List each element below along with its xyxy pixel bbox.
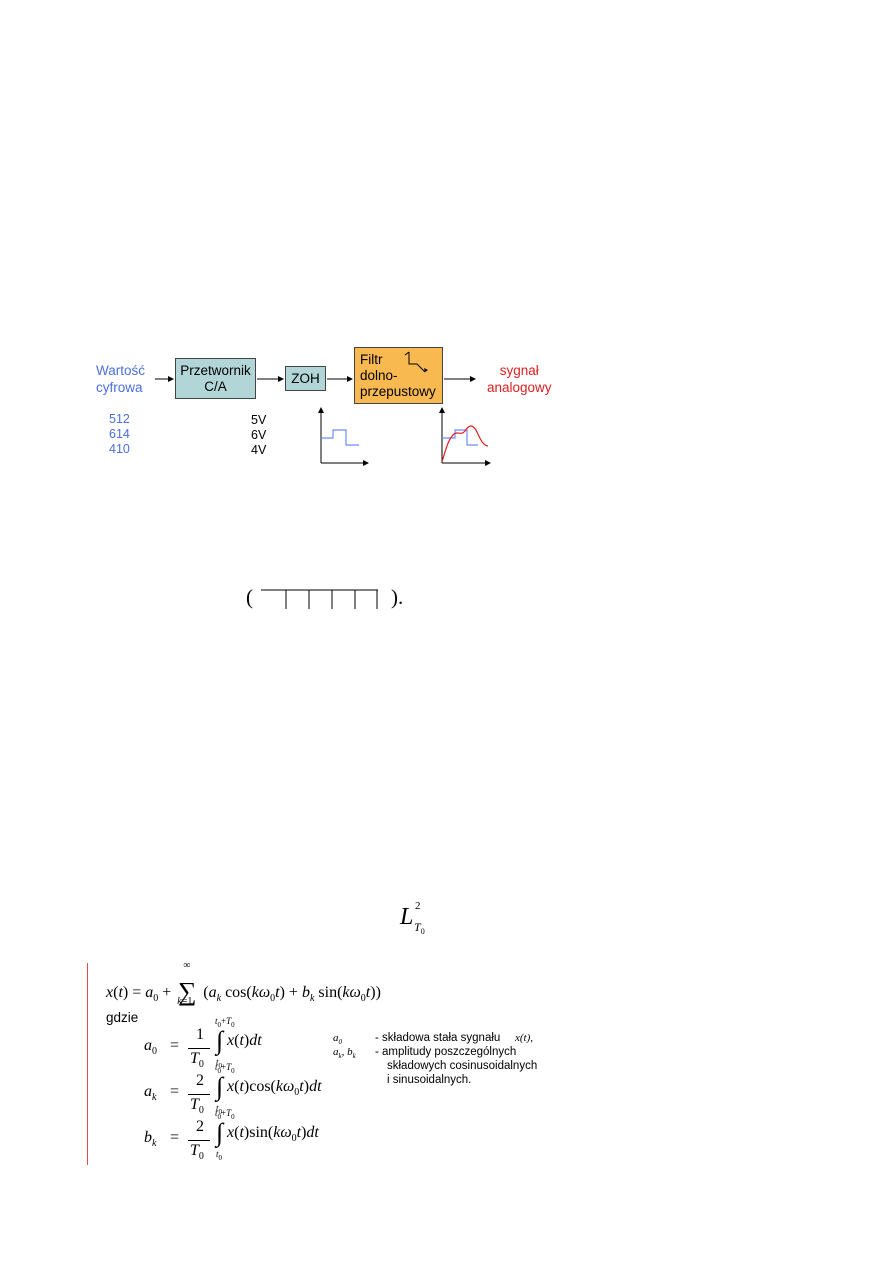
space-base: L xyxy=(400,904,414,930)
zoh-output-plot xyxy=(318,407,369,466)
input-label: Wartość cyfrowa xyxy=(96,363,146,395)
space-sup: 2 xyxy=(415,900,421,912)
legend-a0-arg: x(t), xyxy=(515,1032,534,1044)
voltage-value: 4V xyxy=(251,443,267,457)
coefficient-legend: a0 - składowa stała sygnału x(t), ak, bk… xyxy=(333,1032,563,1087)
fourier-series-equation: x(t) = a0 + ∞ ∑ k=1 (ak cos(kω0t) + bk s… xyxy=(106,960,381,1007)
filter-step-signal xyxy=(442,429,478,446)
filter-output-plot xyxy=(439,407,491,466)
lowpass-filter-box: Filtr dolno- przepustowy xyxy=(354,347,443,404)
digital-value: 614 xyxy=(109,427,130,441)
filter-smooth-signal xyxy=(441,425,489,463)
legend-line-2: składowych cosinusoidalnych xyxy=(387,1060,538,1072)
lowpass-icon xyxy=(404,351,428,373)
fourier-margin-line xyxy=(87,963,88,1165)
gdzie-label: gdzie xyxy=(106,1010,139,1025)
dac-converter-box: Przetwornik C/A xyxy=(175,358,256,399)
digital-value: 410 xyxy=(109,442,130,456)
register-cells xyxy=(261,589,378,609)
zoh-step-signal xyxy=(321,429,359,446)
zoh-box: ZOH xyxy=(285,366,326,391)
legend-line-3: i sinusoidalnych. xyxy=(387,1073,472,1086)
legend-a0-desc: - składowa stała sygnału xyxy=(375,1032,501,1044)
voltage-values-list: 5V 6V 4V xyxy=(251,413,266,458)
output-label: sygnał analogowy xyxy=(487,363,552,395)
register-close-paren: ). xyxy=(391,585,404,609)
voltage-value: 6V xyxy=(251,428,267,442)
digital-value: 512 xyxy=(109,412,130,426)
legend-akbk-desc: - amplitudy poszczególnych xyxy=(375,1046,517,1058)
space-sub: T0 xyxy=(414,920,425,936)
digital-values-list: 512 614 410 xyxy=(109,412,130,457)
register-open-paren: ( xyxy=(246,585,253,609)
diagram-graphics xyxy=(155,351,491,466)
function-space-symbol: L 2 T0 xyxy=(400,900,425,936)
voltage-value: 5V xyxy=(251,413,267,427)
